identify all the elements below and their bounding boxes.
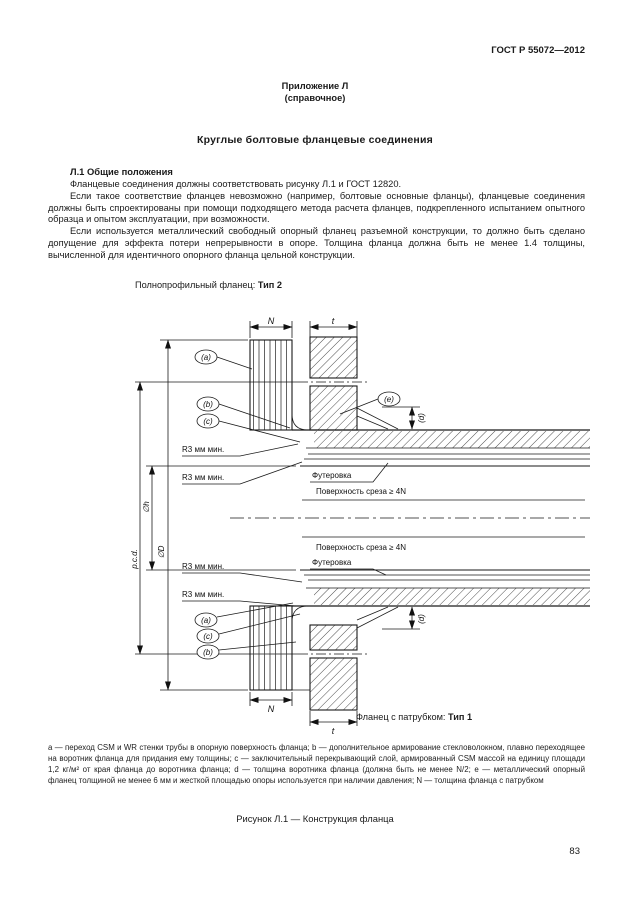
leader-b-top bbox=[218, 403, 291, 429]
document-number: ГОСТ Р 55072—2012 bbox=[491, 45, 585, 56]
section-heading: Л.1 Общие положения bbox=[70, 166, 173, 177]
top-collar-taper bbox=[356, 415, 389, 430]
bottom-molded-flange-upper bbox=[309, 624, 358, 651]
drawing-geometry bbox=[135, 321, 590, 726]
callout-bubble-c-top bbox=[196, 413, 220, 429]
callout-b-top: (b) bbox=[203, 400, 213, 409]
note-r3-top-1: R3 мм мин. bbox=[182, 445, 224, 454]
callout-e: (e) bbox=[384, 395, 394, 404]
paragraph-3: Если используется металлический свободны… bbox=[48, 226, 585, 260]
leader-a-bottom bbox=[216, 602, 294, 618]
callout-a-top: (a) bbox=[201, 353, 211, 362]
bottom-molded-flange-stub bbox=[309, 657, 358, 711]
leader-b-bottom bbox=[218, 641, 297, 651]
dim-label-N-top: N bbox=[268, 316, 275, 326]
page-number: 83 bbox=[569, 846, 580, 857]
leader-e-top bbox=[339, 398, 379, 415]
top-collar-taper bbox=[356, 407, 399, 430]
paragraph-2: Если такое соответствие фланцев невозмож… bbox=[48, 190, 585, 225]
leader-r3-top-2 bbox=[182, 461, 303, 485]
bottom-collar-taper bbox=[356, 606, 399, 629]
figure-caption: Рисунок Л.1 — Конструкция фланца bbox=[236, 813, 394, 824]
bottom-laminate-flange bbox=[249, 605, 293, 691]
top-backing-ring-upper bbox=[309, 336, 358, 379]
dim-label-t-bottom: t bbox=[332, 726, 335, 736]
leader-r3-bottom-2 bbox=[182, 600, 297, 607]
paragraph-1: Фланцевые соединения должны соответствов… bbox=[70, 179, 402, 189]
callout-bubble-b-bottom bbox=[196, 644, 220, 660]
callout-bubble-b-top bbox=[196, 396, 220, 412]
leader-liner-top bbox=[310, 462, 389, 483]
note-shear-top: Поверхность среза ≥ 4N bbox=[316, 487, 406, 496]
leader-a-top bbox=[216, 356, 253, 370]
callout-b-bottom: (b) bbox=[203, 648, 213, 657]
leader-r3-top-1 bbox=[182, 443, 299, 457]
dim-label-d-top: (d) bbox=[417, 413, 426, 423]
top-laminate-flange bbox=[249, 339, 293, 431]
body-text: Фланцевые соединения должны соответствов… bbox=[48, 179, 585, 262]
note-r3-bottom-1: R3 мм мин. bbox=[182, 562, 224, 571]
leader-c-bottom bbox=[218, 613, 301, 635]
drawing-labels: N t (d) (a) (b) (c) (e) R3 мм мин. R3 мм… bbox=[130, 316, 426, 736]
note-r3-top-2: R3 мм мин. bbox=[182, 473, 224, 482]
leader-c-top bbox=[218, 420, 301, 443]
figure-type1-label: Фланец с патрубком: Тип 1 bbox=[356, 712, 473, 722]
dim-label-d-bottom: (d) bbox=[417, 614, 426, 624]
dim-label-pcd: p.c.d. bbox=[130, 549, 139, 570]
callout-bubble-e bbox=[377, 391, 401, 407]
top-fillet-arc bbox=[291, 413, 309, 431]
callout-bubble-c-bottom bbox=[196, 628, 220, 644]
note-liner-bottom: Футеровка bbox=[312, 558, 352, 567]
callout-c-top: (c) bbox=[203, 417, 213, 426]
bottom-pipe-wall-hatch bbox=[314, 588, 590, 605]
note-shear-bottom: Поверхность среза ≥ 4N bbox=[316, 543, 406, 552]
leader-liner-bottom bbox=[310, 568, 387, 576]
top-backing-ring-lower bbox=[309, 385, 358, 431]
callout-c-bottom: (c) bbox=[203, 632, 213, 641]
callout-a-bottom: (a) bbox=[201, 616, 211, 625]
flange-drawing: N t (d) (a) (b) (c) (e) R3 мм мин. R3 мм… bbox=[130, 316, 590, 736]
leader-r3-bottom-1 bbox=[182, 572, 303, 583]
appendix-title: Приложение Л bbox=[281, 81, 349, 91]
note-r3-bottom-2: R3 мм мин. bbox=[182, 590, 224, 599]
callout-bubble-a-top bbox=[194, 349, 218, 365]
dim-label-h: ∅h bbox=[142, 501, 151, 513]
top-pipe-wall-hatch bbox=[314, 431, 590, 448]
dim-label-t-top: t bbox=[332, 316, 335, 326]
page-title: Круглые болтовые фланцевые соединения bbox=[197, 134, 433, 146]
appendix-subtitle: (справочное) bbox=[284, 93, 346, 103]
bottom-collar-taper bbox=[356, 606, 389, 621]
figure-type2-label: Полнопрофильный фланец: Тип 2 bbox=[135, 280, 282, 290]
figure-footnote: а — переход CSM и WR стенки трубы в опор… bbox=[48, 743, 585, 785]
note-liner-top: Футеровка bbox=[312, 471, 352, 480]
dim-label-N-bottom: N bbox=[268, 704, 275, 714]
callout-bubble-a-bottom bbox=[194, 612, 218, 628]
dim-label-D: ∅D bbox=[157, 545, 166, 558]
appendix-heading: Приложение Л (справочное) bbox=[0, 80, 630, 104]
